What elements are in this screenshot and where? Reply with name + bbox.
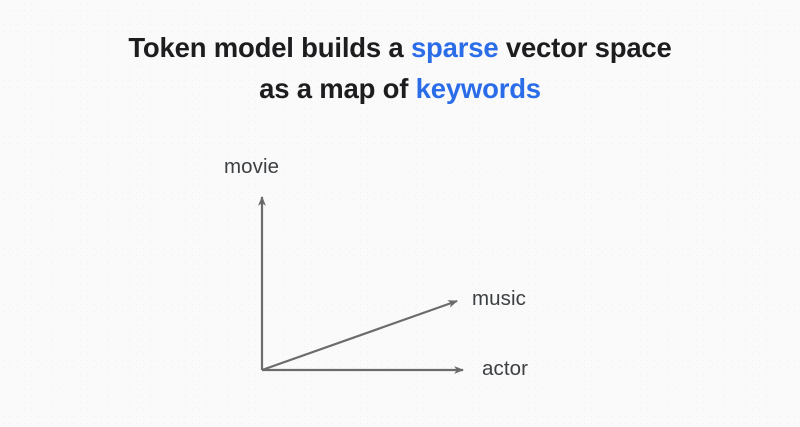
axis-label-movie: movie — [224, 155, 280, 178]
slide-title-line-1: Token model builds a sparse vector space — [0, 27, 800, 68]
slide-title-line-1-post: vector space — [498, 32, 672, 63]
slide-title-line-2-pre: as a map of — [259, 73, 416, 104]
axis-label-music: music — [472, 287, 527, 310]
axis-label-actor: actor — [482, 357, 529, 380]
slide-title-line-1-pre: Token model builds a — [128, 32, 411, 63]
slide-title-line-2: as a map of keywords — [0, 68, 800, 109]
slide-title-highlight-sparse: sparse — [410, 32, 499, 63]
slide-title-highlight-keywords: keywords — [415, 73, 541, 104]
slide-title: Token model builds a sparse vector space… — [0, 27, 800, 109]
diagonal-vector-line — [261, 299, 458, 372]
